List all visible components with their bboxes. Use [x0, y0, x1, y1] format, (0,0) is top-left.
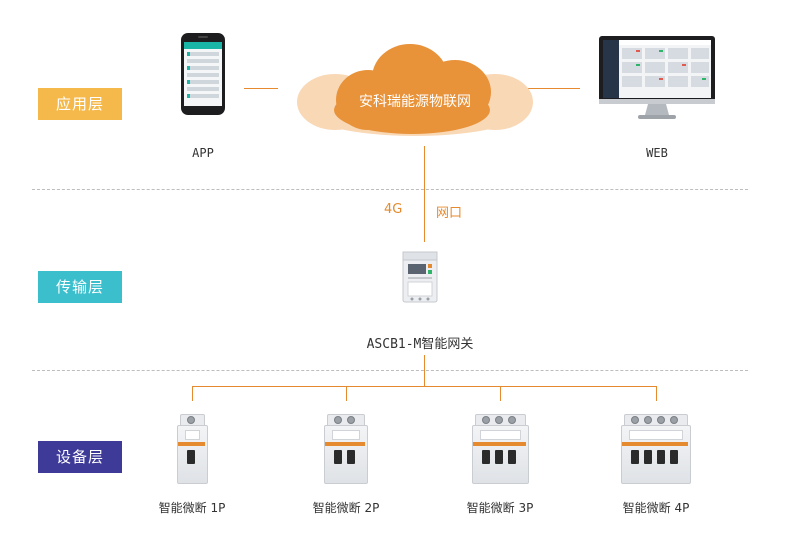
device-bus [192, 386, 657, 387]
bus-drop-2p [346, 386, 347, 401]
bus-drop-3p [500, 386, 501, 401]
cloud-label: 安科瑞能源物联网 [359, 94, 471, 110]
web-caption: WEB [646, 146, 668, 160]
breaker-4p-icon [621, 414, 691, 484]
desktop-monitor-icon [599, 36, 715, 119]
gateway-caption: ASCB1-M智能网关 [366, 337, 474, 352]
breaker-3p-icon [471, 414, 529, 484]
link-label-4g: 4G [384, 202, 403, 217]
app-caption: APP [192, 146, 214, 160]
gateway-device-icon [402, 251, 438, 303]
breaker-1p-icon [176, 414, 208, 484]
bus-drop-1p [192, 386, 193, 401]
breaker-2p-icon [324, 414, 368, 484]
breaker-caption-3p: 智能微断 3P [466, 501, 534, 515]
cloud-icon [297, 44, 533, 136]
layer-divider-bottom [32, 370, 748, 371]
layer-badge-device: 设备层 [38, 441, 122, 473]
smartphone-icon [181, 33, 225, 115]
web-cloud-link [516, 88, 580, 89]
breaker-caption-4p: 智能微断 4P [622, 501, 690, 515]
breaker-caption-1p: 智能微断 1P [158, 501, 226, 515]
layer-badge-application: 应用层 [38, 88, 122, 120]
bus-drop-4p [656, 386, 657, 401]
layer-divider-top [32, 189, 748, 190]
cloud-gateway-link [424, 146, 425, 242]
breaker-caption-2p: 智能微断 2P [312, 501, 380, 515]
gateway-bus-drop [424, 355, 425, 386]
app-cloud-link [244, 88, 278, 89]
link-label-ethernet: 网口 [436, 206, 463, 221]
layer-badge-transmission: 传输层 [38, 271, 122, 303]
